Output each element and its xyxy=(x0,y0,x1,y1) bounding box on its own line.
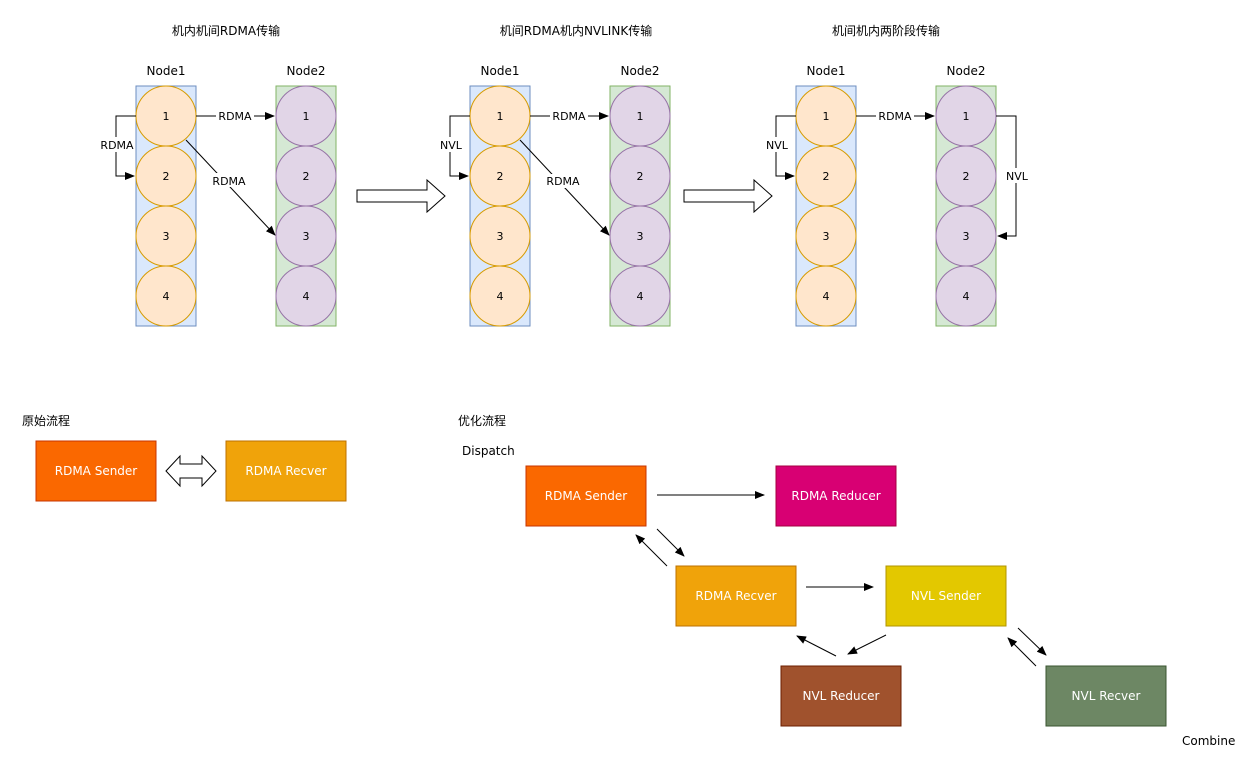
gpu-label: 4 xyxy=(303,290,310,303)
rdma-recver-label: RDMA Recver xyxy=(245,464,326,478)
gpu-label: 2 xyxy=(303,170,310,183)
gpu-circle[interactable] xyxy=(795,265,857,327)
rdma-sender-box[interactable] xyxy=(35,440,157,502)
opt-nvl-recver-box[interactable] xyxy=(1045,665,1167,727)
link-label: RDMA xyxy=(552,110,586,123)
gpu-label: 3 xyxy=(163,230,170,243)
opt-rdma-reducer-label: RDMA Reducer xyxy=(791,489,880,503)
gpu-label: 4 xyxy=(963,290,970,303)
gpu-label: 1 xyxy=(497,110,504,123)
gpu-label: 4 xyxy=(823,290,830,303)
link-label: NVL xyxy=(1006,170,1029,183)
flow-arrow xyxy=(635,534,668,567)
gpu-label: 3 xyxy=(823,230,830,243)
link-label: NVL xyxy=(440,139,463,152)
link-label: RDMA xyxy=(100,139,134,152)
panel-1-node2-label: Node2 xyxy=(287,64,326,78)
original-flow: 原始流程 RDMA Sender RDMA Recver xyxy=(22,413,347,502)
panel-3: 机间机内两阶段传输 Node1 Node2 1 2 3 4 1 2 3 4 NV… xyxy=(764,23,1030,327)
link-label: RDMA xyxy=(878,110,912,123)
gpu-label: 1 xyxy=(963,110,970,123)
link-label: RDMA xyxy=(546,175,580,188)
gpu-label: 1 xyxy=(303,110,310,123)
gpu-circle[interactable] xyxy=(935,265,997,327)
flow-arrow xyxy=(796,635,837,657)
link-label: RDMA xyxy=(218,110,252,123)
panel-3-node1-circles: 1 2 3 4 xyxy=(795,85,857,327)
link-label: NVL xyxy=(766,139,789,152)
gpu-label: 1 xyxy=(637,110,644,123)
gpu-label: 2 xyxy=(963,170,970,183)
flow-arrow xyxy=(1007,637,1037,667)
opt-rdma-reducer-box[interactable] xyxy=(775,465,897,527)
gpu-label: 1 xyxy=(823,110,830,123)
flow-arrow xyxy=(847,634,887,655)
panel-2-node2-circles: 1 2 3 4 xyxy=(609,85,671,327)
transition-arrow xyxy=(356,178,446,214)
opt-nvl-reducer-label: NVL Reducer xyxy=(802,689,879,703)
panel-1-node1-label: Node1 xyxy=(147,64,186,78)
panel-2: 机间RDMA机内NVLINK传输 Node1 Node2 1 2 3 4 1 2… xyxy=(438,23,671,327)
rdma-sender-label: RDMA Sender xyxy=(55,464,138,478)
gpu-circle[interactable] xyxy=(135,265,197,327)
gpu-label: 4 xyxy=(637,290,644,303)
opt-nvl-recver-label: NVL Recver xyxy=(1072,689,1141,703)
gpu-label: 1 xyxy=(163,110,170,123)
gpu-label: 4 xyxy=(163,290,170,303)
panel-2-node2-label: Node2 xyxy=(621,64,660,78)
link-arrow xyxy=(185,139,276,236)
opt-nvl-sender-box[interactable] xyxy=(885,565,1007,627)
panel-2-node1-circles: 1 2 3 4 xyxy=(469,85,531,327)
gpu-circle[interactable] xyxy=(609,265,671,327)
combine-label: Combine xyxy=(1182,734,1235,748)
gpu-label: 3 xyxy=(497,230,504,243)
gpu-label: 3 xyxy=(637,230,644,243)
panel-3-node2-circles: 1 2 3 4 xyxy=(935,85,997,327)
bidirectional-arrow xyxy=(165,454,217,488)
panel-2-title: 机间RDMA机内NVLINK传输 xyxy=(500,23,652,38)
gpu-label: 3 xyxy=(963,230,970,243)
panel-3-node1-label: Node1 xyxy=(807,64,846,78)
panel-3-title: 机间机内两阶段传输 xyxy=(832,23,940,38)
opt-nvl-sender-label: NVL Sender xyxy=(911,589,981,603)
rdma-recver-box[interactable] xyxy=(225,440,347,502)
gpu-label: 3 xyxy=(303,230,310,243)
flow-arrow xyxy=(1017,627,1047,656)
panel-1-title: 机内机间RDMA传输 xyxy=(172,23,280,38)
opt-nvl-reducer-box[interactable] xyxy=(780,665,902,727)
panel-2-node1-label: Node1 xyxy=(481,64,520,78)
gpu-label: 2 xyxy=(497,170,504,183)
gpu-circle[interactable] xyxy=(469,265,531,327)
gpu-label: 2 xyxy=(637,170,644,183)
panel-1: 机内机间RDMA传输 Node1 Node2 1 2 3 4 1 2 3 4 xyxy=(99,23,337,327)
link-label: RDMA xyxy=(212,175,246,188)
dispatch-label: Dispatch xyxy=(462,444,515,458)
opt-rdma-sender-box[interactable] xyxy=(525,465,647,527)
opt-rdma-sender-label: RDMA Sender xyxy=(545,489,628,503)
gpu-label: 4 xyxy=(497,290,504,303)
gpu-label: 2 xyxy=(823,170,830,183)
panel-3-node2-label: Node2 xyxy=(947,64,986,78)
transition-arrow xyxy=(683,178,773,214)
gpu-label: 2 xyxy=(163,170,170,183)
gpu-circle[interactable] xyxy=(275,265,337,327)
opt-rdma-recver-label: RDMA Recver xyxy=(695,589,776,603)
flow-arrow xyxy=(656,528,685,557)
optimized-flow: 优化流程 Dispatch Combine RDMA Sender RDMA R… xyxy=(458,413,1235,748)
original-flow-title: 原始流程 xyxy=(22,413,70,428)
optimized-flow-title: 优化流程 xyxy=(458,413,506,428)
panel-1-node1-circles: 1 2 3 4 xyxy=(135,85,197,327)
panel-1-node2-circles: 1 2 3 4 xyxy=(275,85,337,327)
opt-rdma-recver-box[interactable] xyxy=(675,565,797,627)
